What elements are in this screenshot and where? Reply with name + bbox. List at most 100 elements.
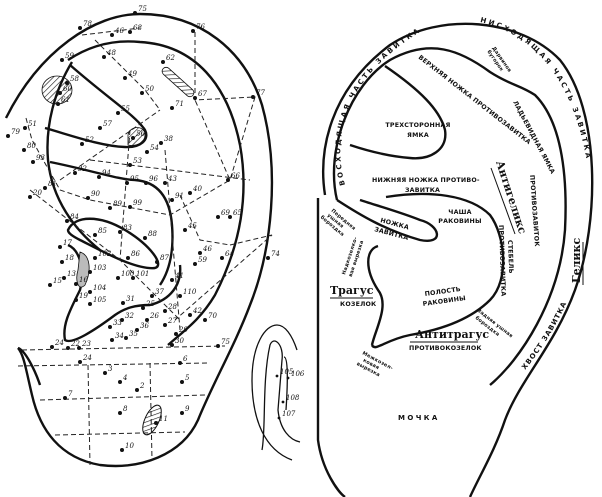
point-marker	[216, 215, 220, 219]
point-marker	[28, 195, 32, 199]
point-marker	[140, 91, 144, 95]
point-label: 66	[231, 172, 240, 180]
point-marker	[275, 374, 279, 378]
point-marker	[178, 361, 182, 365]
point-label: 68	[133, 24, 142, 32]
point-marker	[6, 134, 10, 138]
point-label: 2	[139, 382, 145, 390]
point-marker	[65, 81, 69, 85]
point-label: 59	[65, 52, 74, 60]
right-concha	[367, 244, 384, 346]
label-cymba-1: ЧАША	[448, 209, 471, 216]
point-label: 92	[78, 165, 87, 173]
point-marker	[86, 196, 90, 200]
point-label: 99	[133, 199, 142, 207]
left-lobule-line	[17, 346, 42, 386]
point-label: 110	[183, 288, 197, 296]
point-label: 30	[175, 337, 184, 345]
label-antitragus: ПРОТИВОКОЗЕЛОК	[409, 345, 482, 352]
label-antihelix-stem-2: ПРОТИВОЗАВИТКА	[497, 225, 506, 297]
point-marker	[145, 318, 149, 322]
point-marker	[80, 142, 84, 146]
label-tragus-latin: Трагус	[330, 284, 374, 297]
point-label: 60	[63, 85, 72, 93]
point-marker	[163, 323, 167, 327]
right-helix-crus	[336, 198, 439, 242]
left-helix-crus	[66, 217, 160, 270]
point-label: 7	[68, 390, 73, 398]
point-marker	[178, 294, 182, 298]
point-label: 102	[98, 250, 112, 258]
point-label: 59	[198, 256, 207, 264]
label-anterior-groove: Передняя ушная бороздка	[319, 208, 357, 238]
hatched-zone-56	[127, 127, 146, 146]
point-marker	[266, 256, 270, 260]
label-ascending-helix: ВОСХОДЯЩАЯ ЧАСТЬ ЗАВИТКА	[334, 26, 420, 186]
point-label: 61	[61, 96, 70, 104]
point-label: 3	[108, 365, 113, 373]
point-marker	[22, 148, 26, 152]
point-label: 67	[198, 90, 207, 98]
hatched-zone-upper	[161, 66, 195, 98]
point-label: 33	[113, 319, 122, 327]
label-antitragus-latin: Антитрагус	[415, 328, 489, 341]
point-marker	[56, 102, 60, 106]
point-label: 89	[113, 200, 122, 208]
point-marker	[203, 318, 207, 322]
point-marker	[135, 388, 139, 392]
point-label: 88	[148, 230, 157, 238]
label-lower-crus-1: НИЖНЯЯ НОЖКА ПРОТИВО-	[372, 177, 480, 184]
point-label: 62	[166, 54, 175, 62]
point-label: 42	[192, 307, 202, 315]
point-label: 96	[149, 175, 158, 183]
point-marker	[163, 309, 167, 313]
label-tragus: КОЗЕЛОК	[340, 301, 377, 308]
right-helix-inner	[332, 47, 567, 386]
point-marker	[63, 396, 67, 400]
point-marker	[48, 283, 52, 287]
point-marker	[43, 186, 47, 190]
point-label: 25	[145, 300, 155, 308]
point-marker	[74, 298, 78, 302]
point-marker	[174, 332, 178, 336]
point-label: 75	[138, 5, 147, 13]
point-label: 65	[233, 209, 242, 217]
point-marker	[108, 325, 112, 329]
point-marker	[93, 233, 97, 237]
point-label: 57	[103, 120, 112, 128]
point-marker	[50, 345, 54, 349]
point-marker	[159, 141, 163, 145]
label-cymba-2: РАКОВИНЫ	[438, 218, 481, 225]
point-label: 84	[70, 213, 79, 221]
point-label: 41	[174, 272, 184, 280]
point-label: 8	[123, 405, 128, 413]
point-label: 58	[70, 75, 79, 83]
point-label: 71	[175, 100, 184, 108]
point-label: 36	[140, 322, 149, 330]
label-lobule: МОЧКА	[398, 414, 440, 422]
point-label: 13	[67, 270, 76, 278]
point-label: 46	[202, 245, 212, 253]
point-label: 52	[85, 136, 94, 144]
point-marker	[188, 313, 192, 317]
point-label: 27	[167, 317, 177, 325]
point-marker	[154, 421, 158, 425]
point-label: 26	[149, 312, 159, 320]
point-marker	[126, 256, 130, 260]
point-marker	[118, 411, 122, 415]
point-marker	[23, 126, 27, 130]
point-marker	[144, 181, 148, 185]
shaded-zone-tragus	[76, 251, 90, 288]
right-antihelix-upper	[349, 65, 447, 160]
point-label: 79	[11, 128, 20, 136]
point-marker	[116, 111, 120, 115]
point-marker	[180, 411, 184, 415]
point-marker	[116, 276, 120, 280]
point-label: 101	[136, 270, 149, 278]
point-marker	[118, 380, 122, 384]
right-ear-anatomy: ВОСХОДЯЩАЯ ЧАСТЬ ЗАВИТКА НИСХОДЯЩАЯ ЧАСТ…	[316, 16, 594, 497]
point-label: 78	[83, 20, 92, 28]
point-label: 93	[36, 154, 45, 162]
